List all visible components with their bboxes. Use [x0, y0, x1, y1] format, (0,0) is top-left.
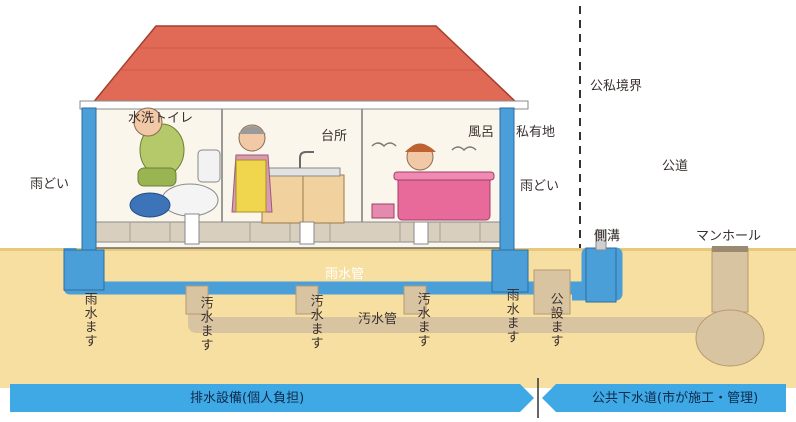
label-public-road: 公道	[662, 159, 689, 174]
label-bath: 風呂	[468, 125, 495, 140]
label-boundary: 公私境界	[590, 79, 643, 94]
label-rain-gutter-right: 雨どい	[520, 179, 560, 194]
bath-illustration	[371, 142, 495, 245]
label-public-basin: 公設ます	[547, 292, 563, 348]
label-kitchen: 台所	[321, 129, 348, 144]
label-stormwater-basin-left: 雨水ます	[81, 292, 97, 348]
arrow-public	[542, 384, 786, 412]
manhole	[695, 246, 765, 367]
label-sewage-basin-3: 汚水ます	[414, 292, 430, 348]
label-sewage-basin-2: 汚水ます	[307, 294, 323, 350]
label-manhole: マンホール	[696, 229, 762, 244]
label-side-ditch: 側溝	[594, 229, 621, 244]
label-stormwater-pipe: 雨水管	[325, 267, 365, 282]
label-sewage-pipe: 汚水管	[358, 312, 398, 327]
label-sewage-basin-1: 汚水ます	[197, 296, 213, 352]
toilet-illustration	[129, 107, 221, 245]
label-private-responsibility: 排水設備(個人負担)	[190, 391, 305, 406]
rain-downspout-left	[81, 107, 97, 261]
arrow-private	[10, 384, 534, 412]
label-public-sewer: 公共下水道(市が施工・管理)	[592, 391, 759, 406]
rain-downspout-right	[499, 107, 515, 261]
label-rain-gutter-left: 雨どい	[30, 177, 70, 192]
label-private-land: 私有地	[516, 125, 556, 140]
roof	[90, 25, 520, 105]
label-stormwater-basin-right: 雨水ます	[503, 288, 519, 344]
kitchen-illustration	[231, 124, 345, 245]
label-toilet: 水洗トイレ	[128, 111, 194, 126]
